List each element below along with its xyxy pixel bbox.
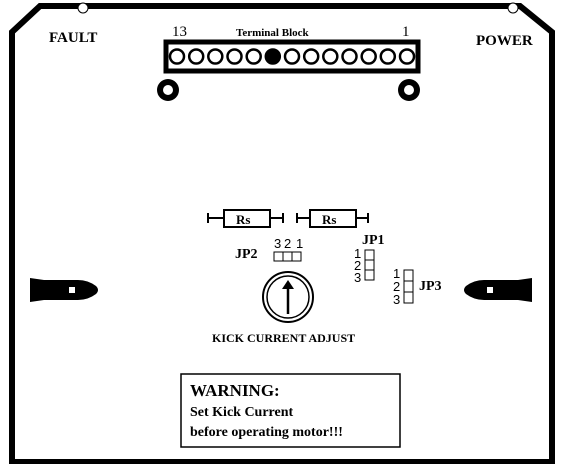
arrow-up-icon — [282, 280, 294, 289]
warning-title: WARNING: — [190, 381, 280, 400]
terminal-pin — [207, 48, 224, 65]
terminal-left-number: 13 — [172, 24, 187, 40]
kick-current-potentiometer[interactable] — [262, 271, 314, 323]
mount-hole-right-center — [404, 85, 414, 95]
power-label: POWER — [476, 33, 533, 49]
jp2-pin-1: 1 — [296, 236, 303, 251]
terminal-pin — [360, 48, 377, 65]
warning-line-1: Set Kick Current — [190, 405, 294, 420]
kick-current-adjust-label: KICK CURRENT ADJUST — [212, 331, 355, 345]
terminal-pin — [283, 48, 301, 65]
resistor-left: Rs — [207, 209, 284, 228]
mount-slot-left — [30, 278, 98, 302]
terminal-pins — [168, 48, 416, 65]
terminal-pin — [302, 48, 320, 65]
terminal-pin — [226, 48, 243, 65]
terminal-pin — [168, 48, 186, 65]
jp2-label: JP2 — [235, 247, 258, 262]
board-outline — [9, 2, 555, 464]
terminal-right-number: 1 — [402, 24, 410, 40]
rs-right-label: Rs — [322, 212, 336, 227]
terminal-pin — [187, 48, 205, 65]
jp1-label: JP1 — [362, 233, 385, 248]
power-led-icon — [507, 2, 519, 14]
terminal-pin — [398, 48, 416, 65]
jp3-pin-2: 2 — [393, 279, 400, 294]
jp2-pin-2: 2 — [284, 236, 291, 251]
jp1-pin-2: 2 — [354, 258, 361, 273]
jp2-pin-3: 3 — [274, 236, 281, 251]
mount-slot-right — [464, 278, 532, 302]
terminal-pin — [264, 48, 282, 65]
jp1-pin-1: 1 — [354, 246, 361, 261]
rs-left-label: Rs — [236, 212, 250, 227]
terminal-pin — [245, 48, 262, 65]
jp1-header — [364, 249, 375, 281]
warning-line-2: before operating motor!!! — [190, 425, 343, 440]
jp1-pin-3: 3 — [354, 270, 361, 285]
jp3-pin-3: 3 — [393, 292, 400, 307]
terminal-block-title: Terminal Block — [236, 27, 310, 39]
fault-label: FAULT — [49, 30, 97, 46]
mount-hole-left-center — [163, 85, 173, 95]
jp3-header — [403, 269, 414, 304]
jp3-pin-1: 1 — [393, 266, 400, 281]
terminal-pin — [341, 48, 358, 65]
jp3-label: JP3 — [419, 279, 442, 294]
terminal-pin — [379, 48, 397, 65]
fault-led-icon — [77, 2, 89, 14]
terminal-pin — [322, 48, 339, 65]
resistor-right: Rs — [296, 209, 369, 228]
warning-box — [180, 373, 401, 448]
jp2-header — [273, 251, 302, 262]
